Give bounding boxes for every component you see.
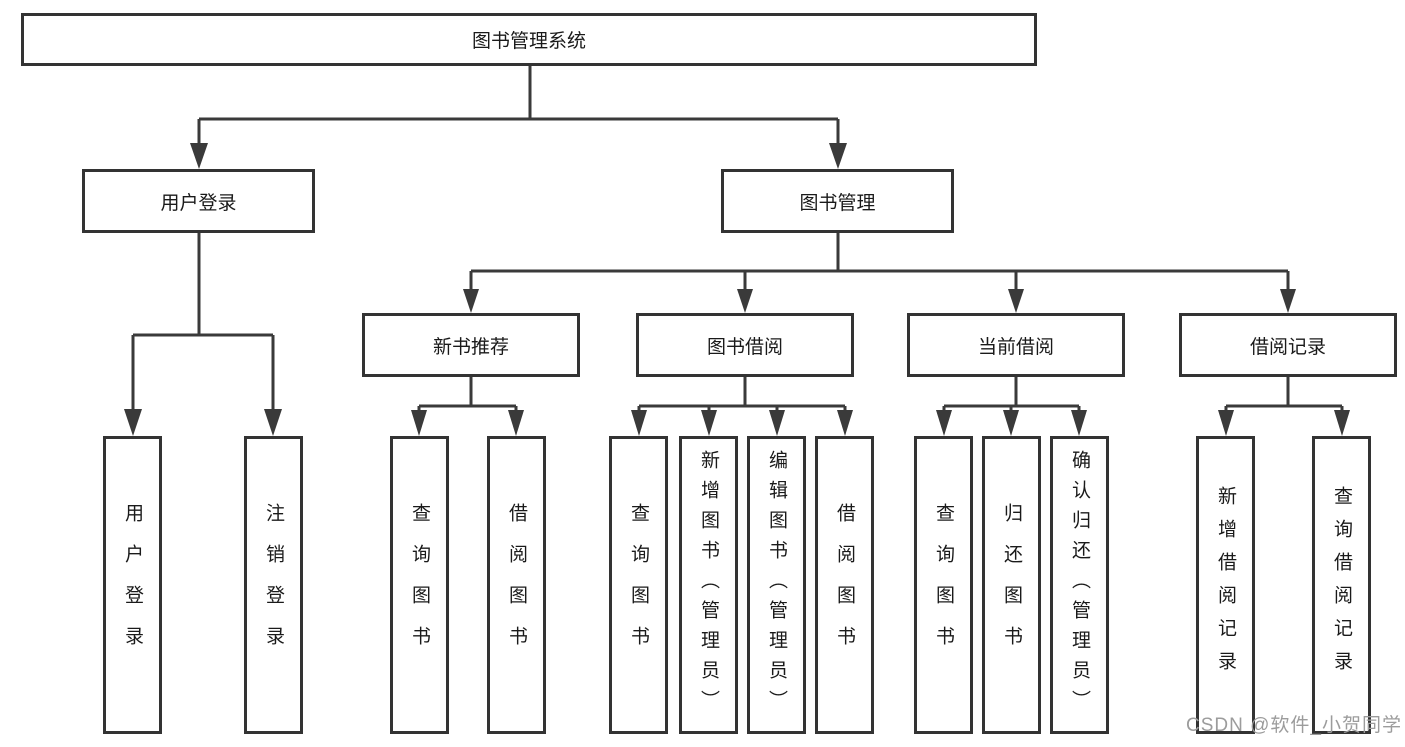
leaf-add-books-admin-label: 新增图书（管理员） (698, 450, 719, 720)
leaf-add-borrow-record-label: 新增借阅记录 (1215, 486, 1236, 684)
leaf-query-books-current: 查询图书 (914, 436, 973, 734)
node-new-book-recommend: 新书推荐 (362, 313, 580, 377)
node-library-system: 图书管理系统 (21, 13, 1037, 66)
leaf-user-login-label: 用户登录 (122, 503, 143, 667)
leaf-edit-books-admin-label: 编辑图书（管理员） (766, 450, 787, 720)
leaf-return-books-label: 归还图书 (1001, 503, 1022, 667)
node-current-borrowing-label: 当前借阅 (977, 336, 1054, 358)
node-book-borrowing: 图书借阅 (636, 313, 854, 377)
leaf-borrow-books-recommend: 借阅图书 (487, 436, 546, 734)
leaf-add-books-admin: 新增图书（管理员） (679, 436, 738, 734)
leaf-query-borrow-record: 查询借阅记录 (1312, 436, 1371, 734)
leaf-query-books-borrowing: 查询图书 (609, 436, 668, 734)
leaf-edit-books-admin: 编辑图书（管理员） (747, 436, 806, 734)
node-current-borrowing: 当前借阅 (907, 313, 1125, 377)
node-borrowing-records: 借阅记录 (1179, 313, 1397, 377)
leaf-add-borrow-record: 新增借阅记录 (1196, 436, 1255, 734)
node-book-management: 图书管理 (721, 169, 954, 233)
leaf-borrow-books-label: 借阅图书 (834, 503, 855, 667)
node-user-login-group-label: 用户登录 (160, 192, 237, 214)
node-new-book-recommend-label: 新书推荐 (432, 336, 509, 358)
leaf-logout-label: 注销登录 (263, 503, 284, 667)
leaf-query-books-borrowing-label: 查询图书 (628, 503, 649, 667)
leaf-confirm-return-admin-label: 确认归还（管理员） (1069, 450, 1090, 720)
leaf-logout: 注销登录 (244, 436, 303, 734)
leaf-return-books: 归还图书 (982, 436, 1041, 734)
node-book-borrowing-label: 图书借阅 (706, 336, 783, 358)
node-borrowing-records-label: 借阅记录 (1249, 336, 1326, 358)
leaf-query-borrow-record-label: 查询借阅记录 (1331, 486, 1352, 684)
csdn-watermark: CSDN @软件_小贺同学 (1186, 715, 1402, 736)
leaf-borrow-books: 借阅图书 (815, 436, 874, 734)
leaf-confirm-return-admin: 确认归还（管理员） (1050, 436, 1109, 734)
node-library-system-label: 图书管理系统 (471, 31, 586, 52)
leaf-query-books-current-label: 查询图书 (933, 503, 954, 667)
leaf-user-login: 用户登录 (103, 436, 162, 734)
leaf-query-books-recommend-label: 查询图书 (409, 503, 430, 667)
leaf-query-books-recommend: 查询图书 (390, 436, 449, 734)
node-user-login-group: 用户登录 (82, 169, 315, 233)
leaf-borrow-books-recommend-label: 借阅图书 (506, 503, 527, 667)
node-book-management-label: 图书管理 (799, 192, 876, 214)
